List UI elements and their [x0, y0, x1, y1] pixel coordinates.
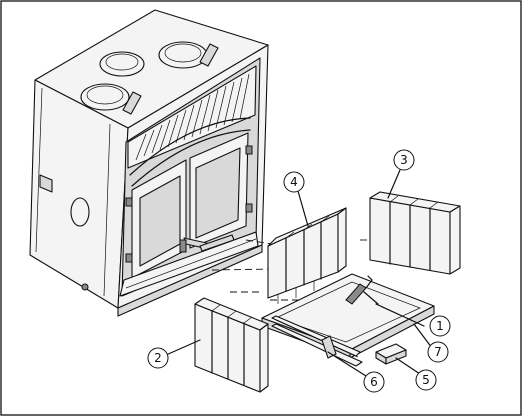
callout-4-label: 4 [290, 175, 298, 189]
callout-2-label: 2 [154, 351, 162, 365]
side-knockout [71, 198, 89, 226]
flue-collar-right [159, 42, 207, 68]
callout-1: 1 [430, 316, 450, 336]
flue-collar-left [81, 84, 129, 110]
callout-5: 5 [416, 370, 436, 390]
callout-4: 4 [284, 172, 304, 192]
callout-5-label: 5 [422, 373, 430, 387]
callout-1-label: 1 [436, 319, 444, 333]
callout-3: 3 [394, 150, 414, 170]
callout-7-label: 7 [434, 345, 442, 359]
callout-6: 6 [364, 372, 384, 392]
callout-7: 7 [428, 342, 448, 362]
callout-3-label: 3 [400, 153, 408, 167]
callout-2: 2 [148, 348, 168, 368]
callout-6-label: 6 [370, 375, 378, 389]
